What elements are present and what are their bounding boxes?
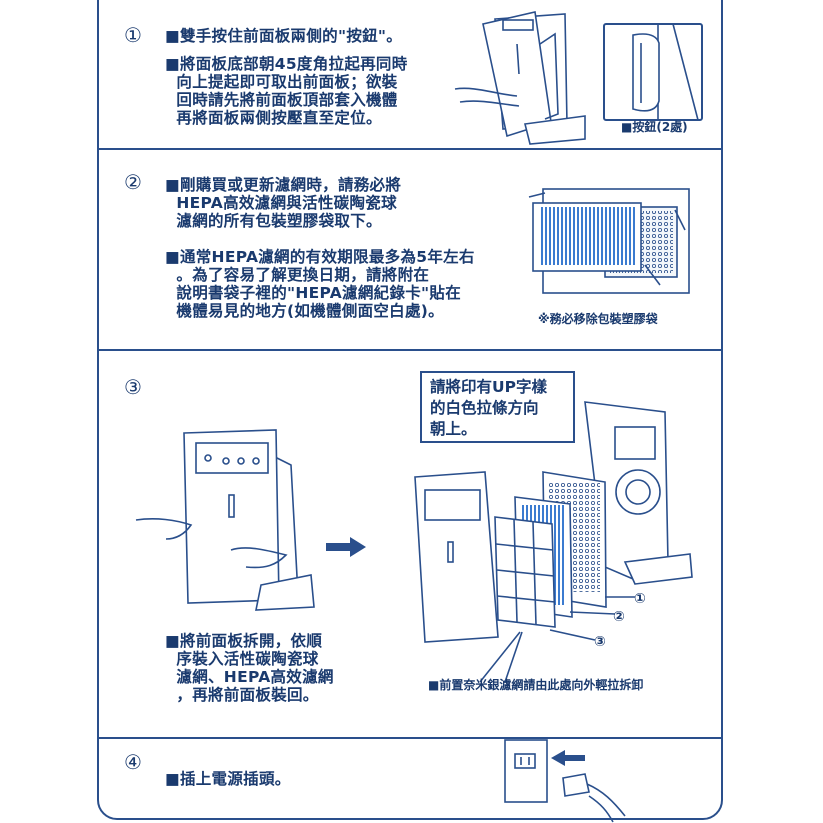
- step-text: ■將面板底部朝45度角拉起再同時 向上提起即可取出前面板；欲裝 回時請先將前面板…: [165, 55, 408, 127]
- step-number: ①: [124, 23, 142, 47]
- step-text: ■剛購買或更新濾網時，請務必將 HEPA高效濾網與活性碳陶瓷球 濾網的所有包裝塑…: [165, 176, 402, 230]
- button-closeup-illustration: [603, 23, 703, 121]
- step-caption: ■前置奈米銀濾網請由此處向外輕拉拆卸: [428, 678, 644, 692]
- up-strip-callout: 請將印有UP字樣 的白色拉條方向 朝上。: [420, 371, 575, 443]
- label-3: ③: [594, 634, 606, 650]
- arrow-icon: [326, 537, 366, 557]
- purifier-panel-removal-illustration: [454, 11, 586, 145]
- step-text: ■將前面板拆開，依順 序裝入活性碳陶瓷球 濾網、HEPA高效濾網 ，再將前面板裝…: [165, 632, 334, 704]
- filter-packaging-illustration: [528, 188, 690, 294]
- step-number: ②: [124, 170, 142, 194]
- step-number: ④: [124, 750, 142, 774]
- exploded-filter-illustration: [414, 401, 693, 683]
- power-plug-illustration: [504, 739, 626, 823]
- purifier-front-illustration: [135, 429, 315, 611]
- label-1: ①: [634, 591, 646, 607]
- step-divider: [97, 148, 723, 150]
- label-2: ②: [613, 609, 625, 625]
- instruction-sheet: [97, 0, 723, 820]
- step-text: ■插上電源插頭。: [165, 770, 291, 788]
- step-caption: ■按鈕(2處): [621, 120, 688, 134]
- step-divider: [97, 349, 723, 351]
- step-number: ③: [124, 375, 142, 399]
- step-text: ■雙手按住前面板兩側的"按鈕"。: [165, 27, 403, 45]
- step-caption: ※務必移除包裝塑膠袋: [538, 312, 658, 326]
- step-text: ■通常HEPA濾網的有效期限最多為5年左右 。為了容易了解更換日期，請將附在 說…: [165, 248, 475, 320]
- step-divider: [97, 737, 723, 739]
